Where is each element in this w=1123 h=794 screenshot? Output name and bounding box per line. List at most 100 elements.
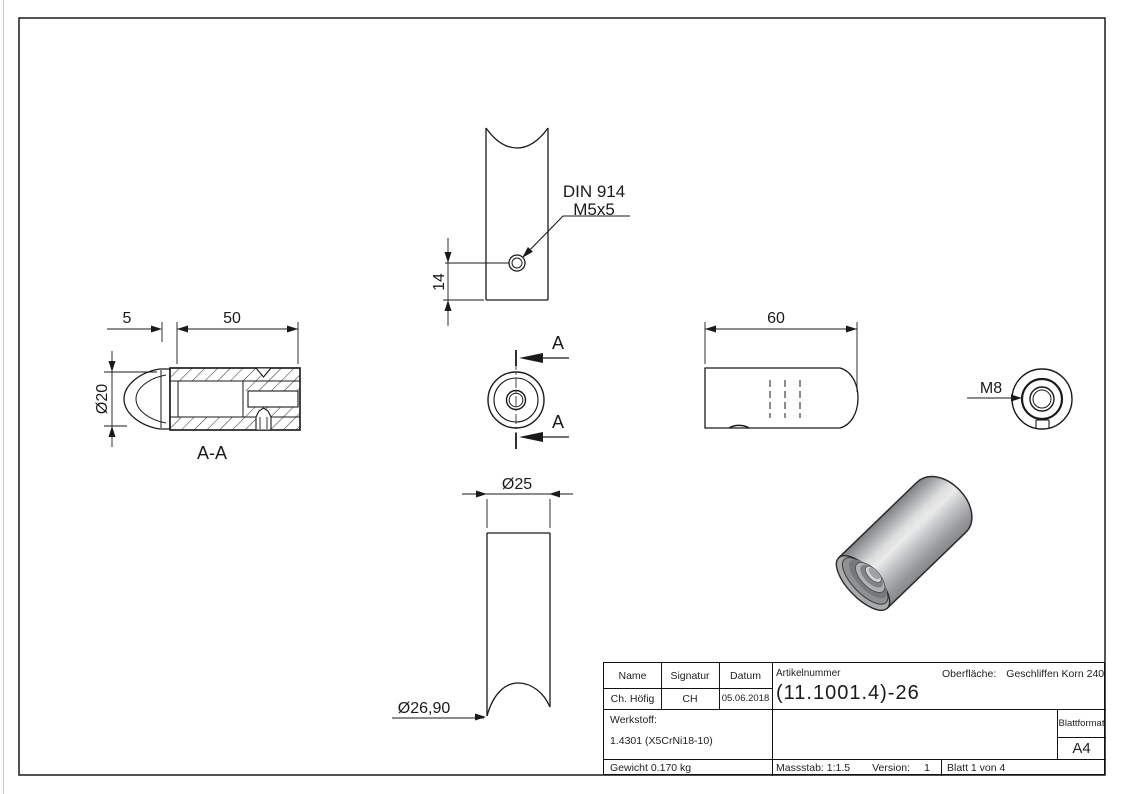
dim-60: 60 <box>704 310 858 392</box>
arrowhead <box>108 361 116 372</box>
arrowhead <box>177 325 188 333</box>
arrowhead <box>476 490 487 498</box>
leader-arrowhead <box>522 247 533 258</box>
leader-line <box>523 215 630 257</box>
tb-article-number: (11.1001.4)-26 <box>776 682 920 704</box>
dome-cap-outline <box>123 368 171 430</box>
dim-5-text: 5 <box>123 310 132 327</box>
dim-dia20: Ø20 <box>94 351 157 447</box>
tb-material-label: Werkstoff: <box>610 714 657 726</box>
tb-line <box>941 759 942 776</box>
tb-signature-value: CH <box>682 692 698 705</box>
dome-inner-arc <box>135 374 167 424</box>
hatch-bottom <box>170 417 300 430</box>
cut-plane-view: A A <box>487 333 569 449</box>
outer-circle <box>487 371 545 429</box>
tb-scale: Massstab: 1:1.5 <box>776 761 851 774</box>
tb-material-value: 1.4301 (X5CrNi18-10) <box>610 735 713 747</box>
tb-format-value: A4 <box>1072 739 1091 757</box>
drawing-frame <box>18 17 1106 776</box>
setscrew-hole-inner <box>511 257 523 269</box>
tb-weight: Gewicht 0.170 kg <box>610 761 692 774</box>
arrowhead <box>151 325 162 333</box>
tb-sheet: Blatt 1 von 4 <box>947 761 1006 774</box>
hatch-sleeve-bottom <box>243 407 300 417</box>
hole-circle <box>1032 389 1052 409</box>
arrowhead <box>846 325 857 333</box>
title-block: Name Signatur Datum Ch. Höfig CH 05.06.2… <box>603 662 1106 776</box>
dim-dia20-text: Ø20 <box>94 384 111 414</box>
tb-version-label: Version: <box>872 761 911 774</box>
arrowhead <box>549 490 560 498</box>
hole-circle <box>508 392 524 408</box>
din-label-line2: M5x5 <box>573 200 615 219</box>
tb-format-label: Blattformat <box>1058 717 1105 729</box>
dim-14: 14 <box>431 238 509 326</box>
tb-line <box>661 663 662 709</box>
tb-header-name: Name <box>618 669 647 682</box>
dim-50: 50 <box>176 310 299 364</box>
tb-line <box>604 688 772 689</box>
tb-version-value: 1 <box>924 761 930 774</box>
thread-label: M8 <box>980 380 1002 397</box>
dim-14-text: 14 <box>431 273 448 291</box>
hatch-top <box>170 368 300 381</box>
render-hole <box>868 567 881 580</box>
section-arrow-label-bottom: A <box>552 412 564 432</box>
din-label-line1: DIN 914 <box>563 182 625 201</box>
thread-notch <box>254 367 273 378</box>
tb-line <box>1057 737 1106 738</box>
dim-dia2690: Ø26,90 <box>392 700 486 721</box>
dim-dia2690-text: Ø26,90 <box>398 700 451 717</box>
tb-article-label: Artikelnummer <box>776 668 841 679</box>
tb-line <box>604 709 1106 710</box>
hatch-sleeve-top <box>243 381 300 391</box>
leader-arrowhead <box>475 713 486 721</box>
section-arrow <box>519 432 543 442</box>
thread-circle <box>505 389 527 411</box>
side-view-outline <box>704 367 859 429</box>
window-edge-line <box>3 0 4 794</box>
tb-line <box>604 759 1106 760</box>
saddle-silhouette-arc <box>728 424 750 429</box>
arrowhead <box>705 325 716 333</box>
saddle-arc <box>485 127 549 149</box>
tb-date-value: 05.06.2018 <box>721 693 770 704</box>
tb-scale-row: Massstab: 1:1.5 Version: 1 <box>776 759 930 776</box>
dim-dia25: Ø25 <box>462 476 573 528</box>
tb-line <box>719 663 720 709</box>
section-label: A-A <box>197 443 227 463</box>
tb-name-value: Ch. Höfig <box>610 692 655 705</box>
section-arrow-label-top: A <box>552 333 564 353</box>
arrowhead <box>444 252 452 263</box>
dim-50-text: 50 <box>223 310 241 327</box>
arrowhead <box>108 426 116 437</box>
tb-surface: Oberfläche: Geschliffen Korn 240 <box>942 668 1104 680</box>
sleeve-slot <box>247 390 299 408</box>
tb-header-date: Datum <box>730 669 761 682</box>
dim-dia25-text: Ø25 <box>502 476 532 493</box>
saddle-view: Ø25 Ø26,90 <box>392 476 573 721</box>
thread-circle <box>1029 386 1055 412</box>
tb-line <box>772 663 773 776</box>
section-body-outline2 <box>169 367 301 431</box>
section-view-aa: 5 50 Ø20 A-A <box>94 310 301 463</box>
tb-surface-label: Oberfläche: <box>942 668 997 680</box>
section-arrow <box>519 353 543 363</box>
dim-5: 5 <box>107 310 163 342</box>
arrowhead <box>444 300 452 311</box>
thread-end-view: M8 <box>967 368 1073 430</box>
tb-surface-value: Geschliffen Korn 240 <box>1006 668 1105 680</box>
iso-render <box>835 475 973 611</box>
face-circle <box>1020 377 1064 421</box>
tb-header-signature: Signatur <box>670 669 710 682</box>
inner-circle <box>493 377 539 423</box>
dim-60-text: 60 <box>767 310 785 327</box>
side-view: 60 <box>704 310 859 429</box>
set-screw <box>255 407 272 431</box>
arrowhead <box>287 325 298 333</box>
saddle-arc <box>486 682 551 717</box>
top-front-view: DIN 914 M5x5 14 <box>431 127 630 326</box>
